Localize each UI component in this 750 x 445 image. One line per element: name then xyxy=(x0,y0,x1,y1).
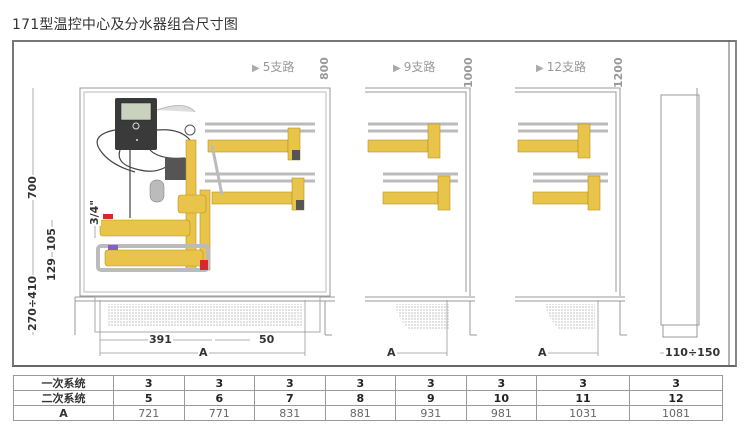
table-cell: 12 xyxy=(629,390,723,406)
ventilation-grill-2 xyxy=(395,304,450,330)
branch-label-12: ▶12支路 xyxy=(536,60,586,74)
mixing-group xyxy=(99,139,211,271)
table-cell: 8 xyxy=(324,390,397,406)
branch-label-9: ▶9支路 xyxy=(393,60,436,74)
dim-leg-range: 270÷410 xyxy=(26,274,39,332)
page-title: 171型温控中心及分水器组合尺寸图 xyxy=(12,17,239,33)
cabinet-12-branches xyxy=(515,87,627,336)
table-row-a: A 721 771 831 881 931 981 1031 1081 xyxy=(13,405,723,421)
ventilation-grill xyxy=(108,304,303,326)
ventilation-grill-3 xyxy=(545,304,595,330)
branch-label-5: ▶5支路 xyxy=(252,60,295,74)
height-label-1000: 1000 xyxy=(462,57,475,88)
row-header: 一次系统 xyxy=(13,375,114,391)
actuator xyxy=(149,179,165,203)
cabinet-main xyxy=(74,87,335,336)
pressure-gauge xyxy=(184,124,196,136)
spec-table: 一次系统 3 3 3 3 3 3 3 3 二次系统 5 6 7 8 9 10 1… xyxy=(13,375,723,421)
table-cell: 3 xyxy=(113,375,185,391)
side-view xyxy=(660,40,730,367)
dim-width-a-2: A xyxy=(386,346,397,359)
table-cell: 981 xyxy=(465,405,538,421)
table-cell: 11 xyxy=(536,390,631,406)
pump xyxy=(165,158,187,180)
table-cell: 3 xyxy=(465,375,538,391)
dim-width-50: 50 xyxy=(258,333,276,346)
table-cell: 1031 xyxy=(536,405,631,421)
dim-width-a-3: A xyxy=(537,346,548,359)
table-cell: 3 xyxy=(254,375,326,391)
row-header: A xyxy=(13,405,114,421)
table-cell: 771 xyxy=(183,405,256,421)
manifold-lower xyxy=(205,172,315,211)
table-cell: 881 xyxy=(324,405,397,421)
manifolds-12 xyxy=(517,122,608,211)
table-cell: 7 xyxy=(254,390,326,406)
dim-thread: 3/4" xyxy=(88,198,101,226)
table-cell: 3 xyxy=(395,375,467,391)
table-cell: 10 xyxy=(465,390,538,406)
table-cell: 3 xyxy=(629,375,723,391)
table-row-secondary: 二次系统 5 6 7 8 9 10 11 12 xyxy=(13,390,723,406)
cabinet-9-branches xyxy=(365,87,477,336)
table-cell: 3 xyxy=(183,375,256,391)
table-cell: 6 xyxy=(183,390,256,406)
play-arrow-icon: ▶ xyxy=(393,63,401,74)
table-cell: 1081 xyxy=(629,405,723,421)
dim-width-391: 391 xyxy=(148,333,173,346)
dim-width-a-1: A xyxy=(198,346,209,359)
table-cell: 9 xyxy=(395,390,467,406)
height-label-800: 800 xyxy=(318,57,331,80)
manifolds-9 xyxy=(367,122,458,211)
controller-unit xyxy=(115,98,157,150)
table-cell: 5 xyxy=(113,390,185,406)
table-cell: 831 xyxy=(254,405,326,421)
dim-height-700: 700 xyxy=(26,175,39,200)
table-cell: 721 xyxy=(113,405,185,421)
purple-valve-handle xyxy=(108,245,118,250)
manifold-upper xyxy=(205,122,315,161)
row-header: 二次系统 xyxy=(13,390,114,406)
red-valve-handle xyxy=(103,214,113,219)
table-cell: 3 xyxy=(536,375,631,391)
dim-depth-range: 110÷150 xyxy=(664,346,722,359)
table-cell: 3 xyxy=(324,375,397,391)
dim-129: 129 xyxy=(45,257,58,282)
table-cell: 931 xyxy=(395,405,467,421)
table-row-primary: 一次系统 3 3 3 3 3 3 3 3 xyxy=(13,375,723,391)
height-label-1200: 1200 xyxy=(612,57,625,88)
play-arrow-icon: ▶ xyxy=(252,63,260,74)
dim-105: 105 xyxy=(45,227,58,252)
play-arrow-icon: ▶ xyxy=(536,63,544,74)
